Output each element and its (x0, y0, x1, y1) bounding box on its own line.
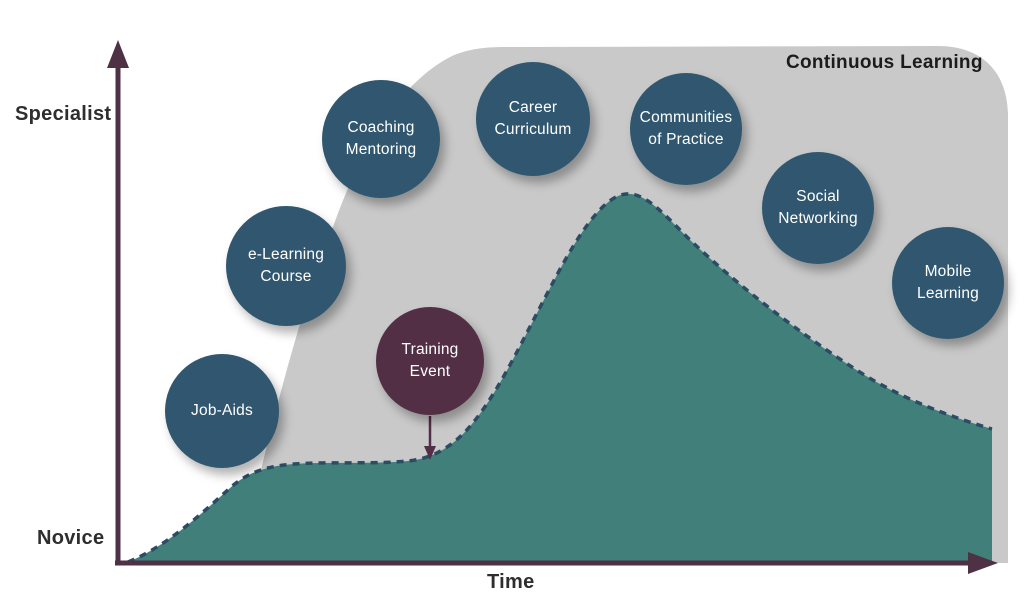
node-job-aids-label: Job-Aids (191, 402, 253, 420)
y-axis-arrow-icon (107, 40, 129, 68)
node-career-curriculum: Career Curriculum (476, 62, 590, 176)
node-career-curriculum-label: Career Curriculum (494, 99, 572, 138)
node-coaching-mentoring-label: Coaching Mentoring (345, 119, 417, 158)
node-e-learning-course-label: e-Learning Course (247, 246, 325, 285)
node-communities-of-practice: Communities of Practice (630, 73, 742, 185)
y-axis-top-label: Specialist (15, 103, 112, 125)
node-training-event: Training Event (376, 307, 484, 415)
node-communities-of-practice-label: Communities of Practice (639, 109, 733, 148)
skill-curve-area (128, 193, 992, 562)
node-mobile-learning: Mobile Learning (892, 227, 1004, 339)
y-axis-bottom-label: Novice (37, 527, 105, 549)
continuous-learning-title: Continuous Learning (786, 52, 983, 73)
x-axis-label: Time (487, 571, 535, 593)
node-job-aids: Job-Aids (165, 354, 279, 468)
node-social-networking-label: Social Networking (778, 188, 858, 227)
node-e-learning-course: e-Learning Course (226, 206, 346, 326)
training-event-arrowhead-icon (424, 446, 436, 460)
node-mobile-learning-label: Mobile Learning (917, 263, 979, 302)
x-axis-arrow-icon (968, 552, 998, 574)
node-training-event-label: Training Event (401, 341, 459, 380)
node-coaching-mentoring: Coaching Mentoring (322, 80, 440, 198)
node-social-networking: Social Networking (762, 152, 874, 264)
skill-curve-dashed-edge (127, 192, 993, 564)
